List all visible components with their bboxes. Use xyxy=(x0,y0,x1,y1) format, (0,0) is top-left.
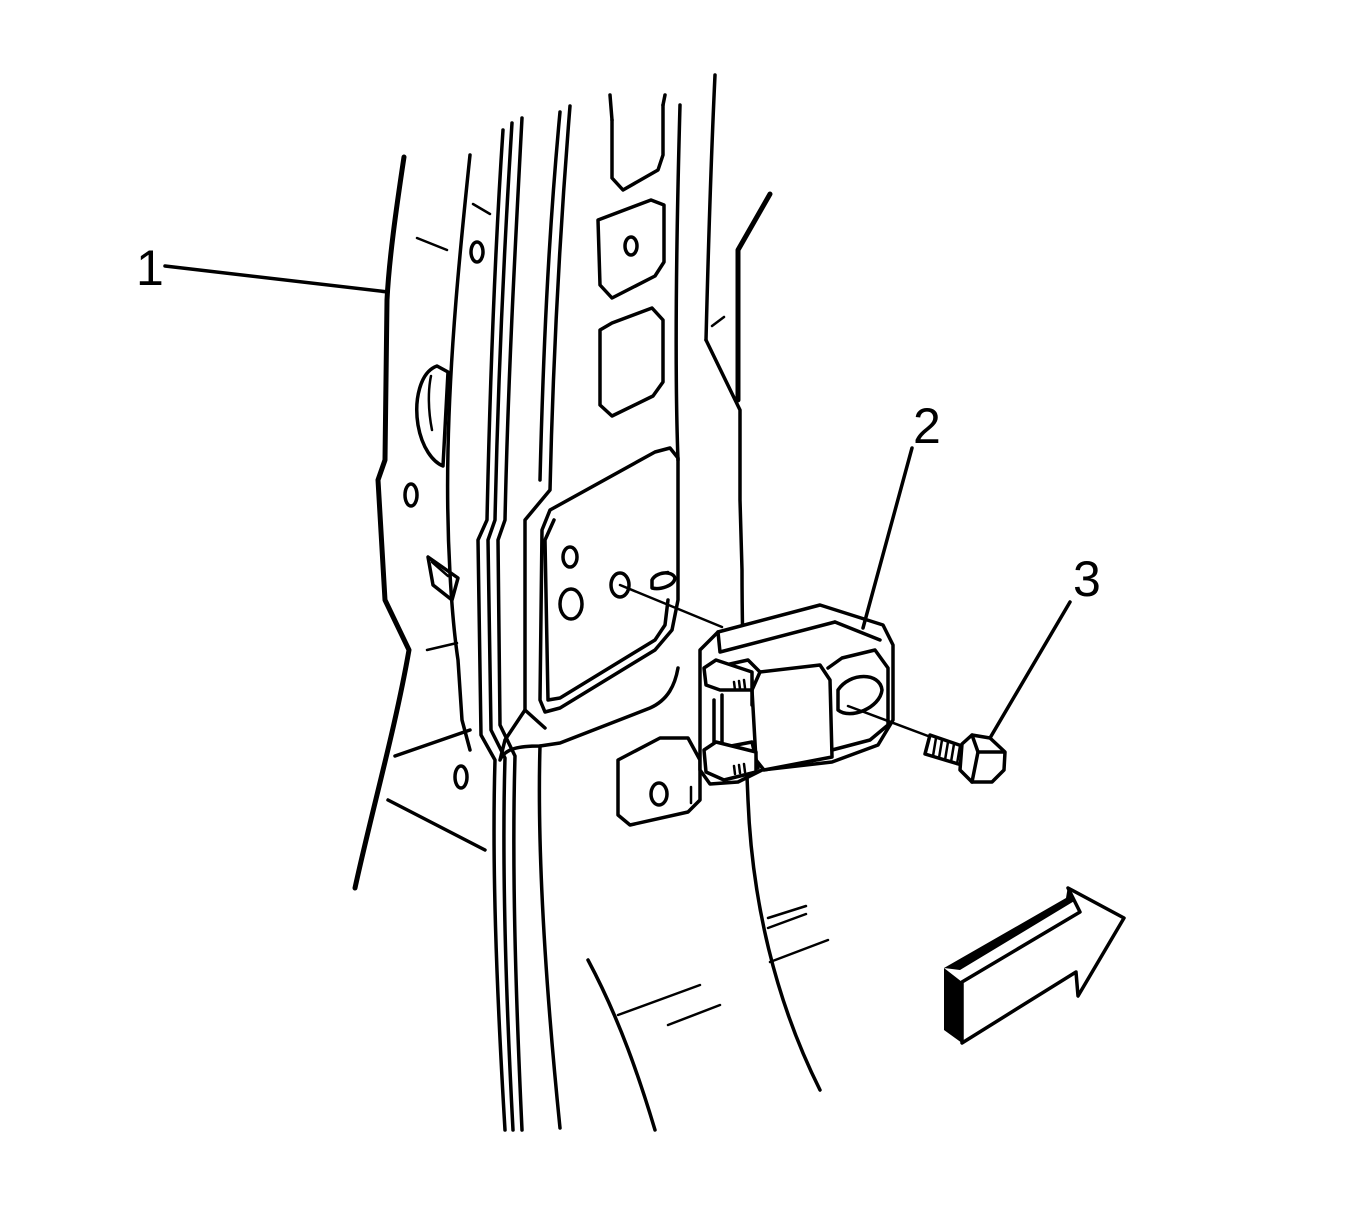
callout-leaders xyxy=(163,264,1072,740)
door-check-link xyxy=(618,583,895,786)
callout-2-label: 2 xyxy=(913,398,941,454)
callout-1-label: 1 xyxy=(136,240,164,296)
callout-3-label: 3 xyxy=(1073,551,1101,607)
body-pillar xyxy=(352,153,492,891)
front-view-arrow-icon xyxy=(944,886,1126,1045)
door-inner-panel xyxy=(538,73,830,1132)
door-flange-lines xyxy=(476,104,680,1132)
door-check-bolt xyxy=(846,704,1007,784)
